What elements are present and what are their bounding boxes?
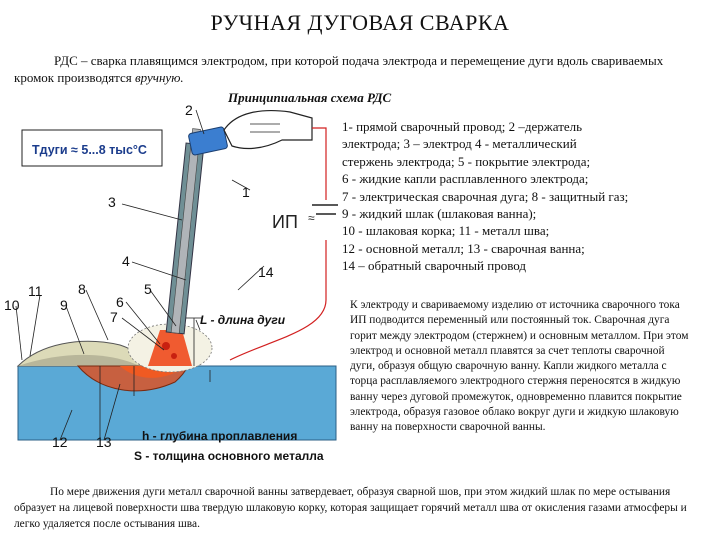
intro-italic: вручную. bbox=[135, 70, 184, 85]
weld-metal bbox=[18, 354, 140, 366]
legend-line: 1- прямой сварочный провод; 2 –держатель bbox=[342, 119, 583, 134]
electrode bbox=[165, 128, 205, 335]
source-symbol: ≈ bbox=[308, 211, 315, 225]
welding-diagram: Tдуги ≈ 5...8 тыс°С ИП ≈ bbox=[4, 102, 338, 463]
leader-lines bbox=[15, 109, 265, 441]
number-12: 12 bbox=[52, 434, 68, 450]
welding-arc bbox=[148, 330, 192, 366]
legend-line: стержень электрода; 5 - покрытие электро… bbox=[342, 153, 591, 169]
number-14: 14 bbox=[258, 264, 274, 280]
footer-paragraph: По мере движения дуги металл сварочной в… bbox=[14, 486, 687, 530]
number-13: 13 bbox=[96, 434, 112, 450]
scheme-title: Принципиальная схема РДС bbox=[228, 90, 392, 105]
number-4: 4 bbox=[122, 253, 130, 269]
legend-line: 10 - шлаковая корка; 11 - металл шва; bbox=[342, 223, 550, 239]
legend: 1- прямой сварочный провод; 2 –держатель… bbox=[342, 118, 687, 275]
electrode-rod bbox=[170, 128, 201, 334]
legend-line: электрода; 3 – электрод 4 - металлически… bbox=[342, 136, 577, 152]
temperature-box bbox=[21, 129, 163, 167]
number-3: 3 bbox=[108, 194, 116, 210]
droplet bbox=[171, 353, 177, 359]
number-2: 2 bbox=[185, 102, 193, 118]
number-8: 8 bbox=[78, 281, 86, 297]
number-9: 9 bbox=[60, 297, 68, 313]
legend-line: 12 - основной металл; 13 - сварочная ван… bbox=[342, 240, 585, 256]
legend-line: 7 - электрическая сварочная дуга; 8 - за… bbox=[342, 188, 629, 204]
temperature-label: Tдуги ≈ 5...8 тыс°С bbox=[32, 143, 147, 157]
legend-line: 14 – обратный сварочный провод bbox=[342, 258, 526, 274]
number-10: 10 bbox=[4, 297, 20, 313]
penetration-label: h - глубина проплавления bbox=[142, 429, 297, 443]
return-wire bbox=[229, 240, 327, 361]
number-5: 5 bbox=[144, 281, 152, 297]
number-1: 1 bbox=[242, 184, 250, 200]
intro-text: РДС – сварка плавящимся электродом, при … bbox=[14, 53, 664, 85]
droplet bbox=[162, 342, 170, 350]
thickness-label: S - толщина основного металла bbox=[134, 449, 324, 463]
finger-lines bbox=[250, 123, 280, 133]
page-title: РУЧНАЯ ДУГОВАЯ СВАРКА bbox=[210, 10, 510, 35]
intro-paragraph: РДС – сварка плавящимся электродом, при … bbox=[14, 52, 704, 86]
legend-line: 6 - жидкие капли расплавленного электрод… bbox=[342, 171, 589, 187]
welding-wire bbox=[312, 127, 327, 200]
dimension-lines bbox=[99, 317, 202, 440]
source-label: ИП bbox=[272, 212, 298, 232]
electrode-holder bbox=[188, 126, 228, 156]
number-6: 6 bbox=[116, 294, 124, 310]
legend-line: 9 - жидкий шлак (шлаковая ванна); bbox=[342, 206, 537, 222]
arc-length-label: L - длина дуги bbox=[200, 313, 286, 327]
description-paragraph: К электроду и свариваемому изделию от ис… bbox=[350, 299, 689, 434]
number-11: 11 bbox=[28, 283, 43, 299]
number-7: 7 bbox=[110, 309, 118, 325]
hand-icon bbox=[223, 109, 313, 150]
